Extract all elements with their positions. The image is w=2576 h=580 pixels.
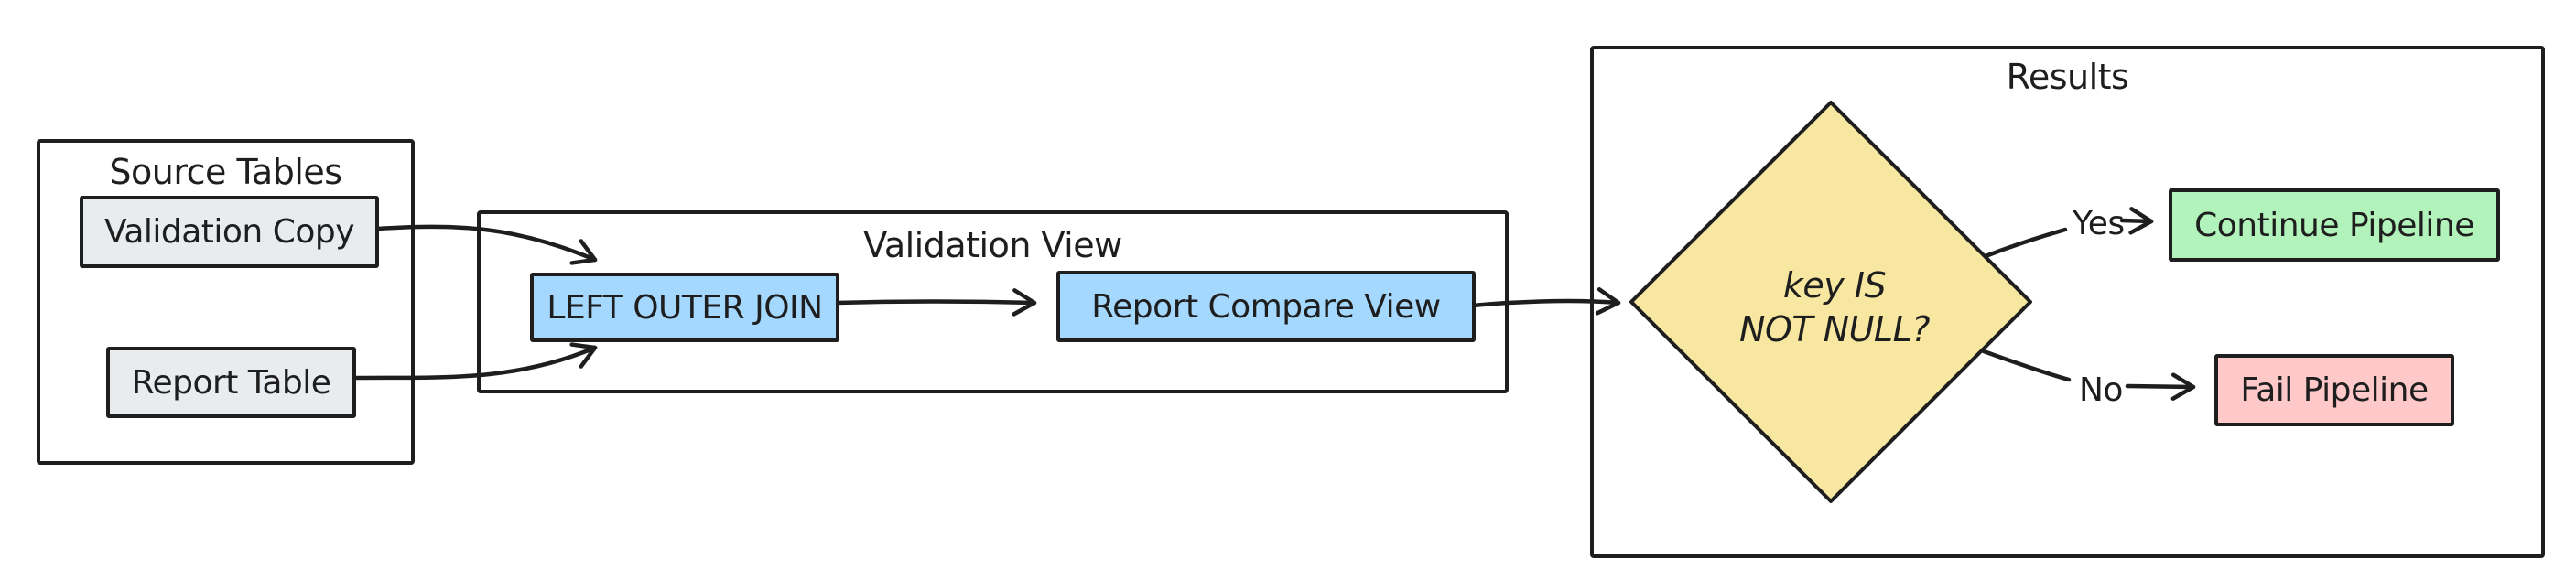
source-tables-group: Source Tables Validation Copy Report Tab… (37, 139, 415, 465)
decision-label: key IS NOT NULL? (1688, 263, 1981, 351)
report-table-label: Report Table (131, 363, 331, 402)
decision-label-line1: key IS (1782, 265, 1887, 306)
yes-edge-label: Yes (2073, 205, 2125, 242)
decision-diamond (1629, 101, 2032, 503)
edge-decision-yes-leader (1983, 227, 2068, 259)
continue-pipeline-node: Continue Pipeline (2169, 188, 2500, 262)
fail-pipeline-label: Fail Pipeline (2240, 371, 2429, 409)
fail-pipeline-node: Fail Pipeline (2214, 354, 2454, 426)
left-outer-join-label: LEFT OUTER JOIN (547, 288, 823, 327)
continue-pipeline-label: Continue Pipeline (2194, 206, 2474, 244)
validation-copy-node: Validation Copy (80, 196, 379, 268)
validation-copy-label: Validation Copy (103, 213, 355, 251)
edge-decision-no-leader (1981, 349, 2072, 382)
source-tables-title: Source Tables (109, 152, 342, 192)
edge-report-table-to-join (349, 342, 598, 381)
decision-label-line2: NOT NULL? (1739, 309, 1930, 349)
edge-compare-view-to-decision (1470, 287, 1621, 316)
results-group: Results key IS NOT NULL? Yes No Continue… (1590, 46, 2545, 558)
report-compare-view-label: Report Compare View (1091, 287, 1441, 326)
results-title: Results (2006, 57, 2129, 97)
edge-no-to-fail (2125, 372, 2196, 401)
edge-join-to-compare-view (834, 288, 1037, 317)
no-edge-label: No (2079, 371, 2123, 409)
report-compare-view-node: Report Compare View (1056, 271, 1476, 342)
validation-view-group: Validation View LEFT OUTER JOIN Report C… (477, 210, 1509, 393)
edge-yes-to-continue (2119, 207, 2154, 235)
validation-view-title: Validation View (863, 225, 1122, 265)
report-table-node: Report Table (106, 347, 356, 418)
edge-validation-copy-to-join (374, 224, 598, 265)
left-outer-join-node: LEFT OUTER JOIN (530, 273, 839, 342)
